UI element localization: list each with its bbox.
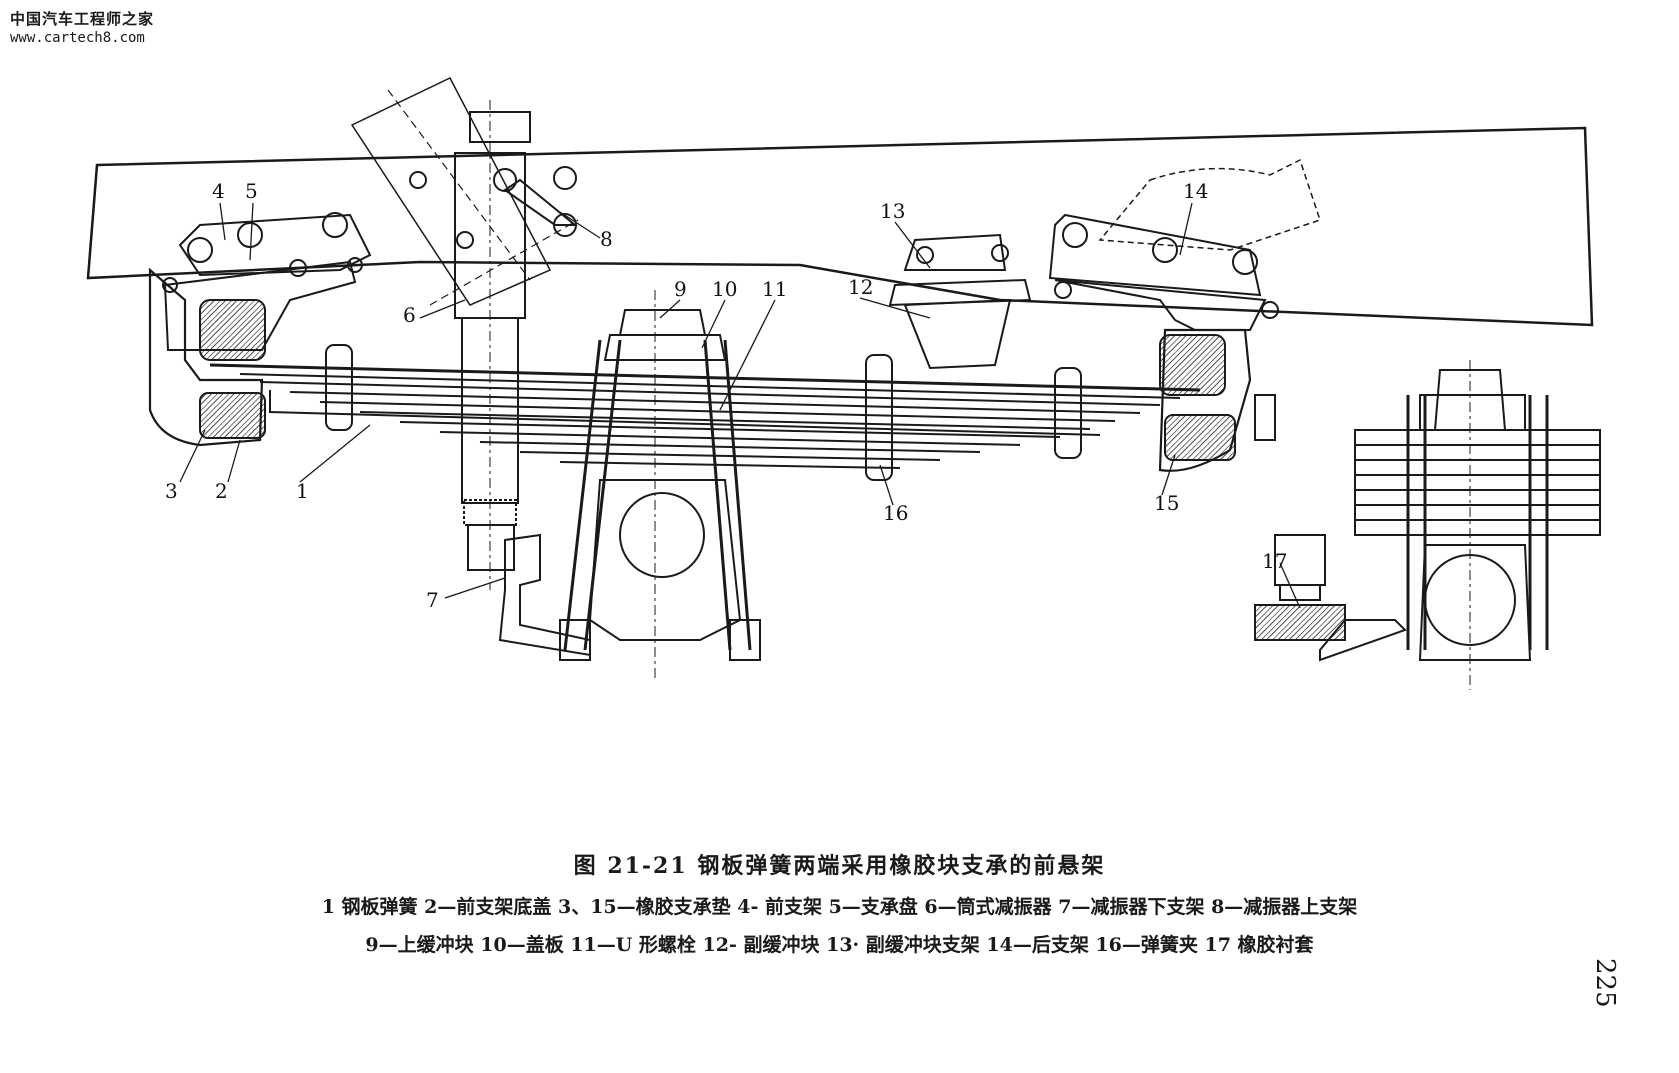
callout-16: 16 (883, 501, 908, 525)
inset-view (1254, 360, 1601, 690)
callout-1: 1 (296, 479, 309, 503)
callout-9: 9 (674, 277, 687, 301)
callout-3: 3 (165, 479, 178, 503)
callout-14: 14 (1183, 179, 1208, 203)
callout-15: 15 (1154, 491, 1179, 515)
leader-lines (179, 202, 1301, 609)
callout-10: 10 (712, 277, 737, 301)
callout-7: 7 (426, 588, 439, 612)
callout-2: 2 (215, 479, 228, 503)
callout-12: 12 (848, 275, 873, 299)
frame-rail (86, 126, 1594, 327)
suspension-diagram: 1 2 3 4 5 6 7 8 9 10 11 12 13 14 15 16 1… (86, 77, 1601, 690)
axle-ubolts (559, 290, 761, 680)
callout-5: 5 (245, 179, 258, 203)
callout-labels: 1 2 3 4 5 6 7 8 9 10 11 12 13 14 15 16 1… (165, 179, 1287, 612)
watermark-site: 中国汽车工程师之家 (10, 10, 155, 28)
page-number: 225 (1590, 958, 1620, 1008)
leaf-spring (209, 344, 1201, 481)
front-bracket (148, 212, 372, 447)
rear-bracket (1048, 213, 1279, 472)
legend-line-2: 9—上缓冲块 10—盖板 11—U 形螺栓 12- 副缓冲块 13· 副缓冲块支… (365, 934, 1314, 956)
callout-4: 4 (212, 179, 225, 203)
aux-bumpstop (888, 233, 1032, 370)
legend-line-1: 1 钢板弹簧 2—前支架底盖 3、15—橡胶支承垫 4- 前支架 5—支承盘 6… (321, 896, 1358, 918)
callout-6: 6 (403, 303, 416, 327)
shock-plate (350, 77, 579, 306)
callout-11: 11 (762, 277, 787, 301)
callout-17: 17 (1262, 549, 1287, 573)
shock-absorber (409, 100, 591, 657)
watermark-url: www.cartech8.com (10, 30, 145, 46)
callout-13: 13 (880, 199, 905, 223)
callout-8: 8 (600, 227, 613, 251)
figure-title: 图 21-21 钢板弹簧两端采用橡胶块支承的前悬架 (573, 853, 1106, 879)
